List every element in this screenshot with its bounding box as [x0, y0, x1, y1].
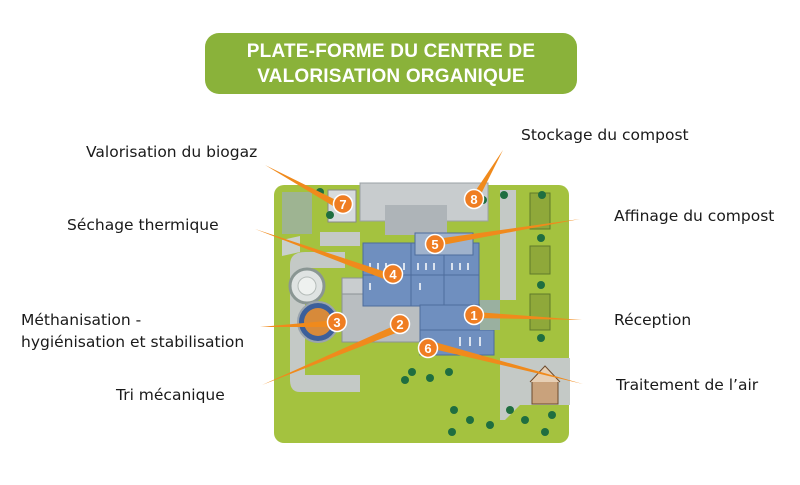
marker-4: 4	[382, 263, 404, 285]
label-biogaz: Valorisation du biogaz	[86, 143, 258, 161]
label-stockage: Stockage du compost	[521, 126, 689, 144]
pointer-wedges	[255, 150, 583, 385]
label-sechage: Séchage thermique	[67, 216, 219, 234]
label-reception: Réception	[614, 311, 692, 329]
marker-3: 3	[326, 311, 348, 333]
svg-text:4: 4	[389, 267, 397, 282]
svg-text:7: 7	[339, 197, 346, 212]
label-affinage: Affinage du compost	[614, 207, 775, 225]
svg-text:3: 3	[333, 315, 340, 330]
svg-text:2: 2	[396, 317, 403, 332]
title-banner: PLATE-FORME DU CENTRE DE VALORISATION OR…	[205, 33, 577, 94]
marker-5: 5	[424, 233, 446, 255]
label-tri: Tri mécanique	[116, 386, 225, 404]
svg-text:8: 8	[470, 192, 477, 207]
label-traitement: Traitement de l’air	[616, 376, 759, 394]
label-methanisation-2: hygiénisation et stabilisation	[21, 333, 245, 351]
title-line-1: PLATE-FORME DU CENTRE DE	[246, 40, 536, 62]
marker-1: 1	[463, 304, 485, 326]
marker-7: 7	[332, 193, 354, 215]
marker-8: 8	[463, 188, 485, 210]
marker-2: 2	[389, 313, 411, 335]
svg-text:6: 6	[424, 341, 431, 356]
markers: 1 2 3 4 5 6 7 8	[326, 188, 485, 359]
svg-text:5: 5	[431, 237, 438, 252]
title-line-2: VALORISATION ORGANIQUE	[257, 65, 525, 87]
marker-6: 6	[417, 337, 439, 359]
svg-text:1: 1	[470, 308, 477, 323]
label-methanisation-1: Méthanisation -	[21, 311, 142, 329]
